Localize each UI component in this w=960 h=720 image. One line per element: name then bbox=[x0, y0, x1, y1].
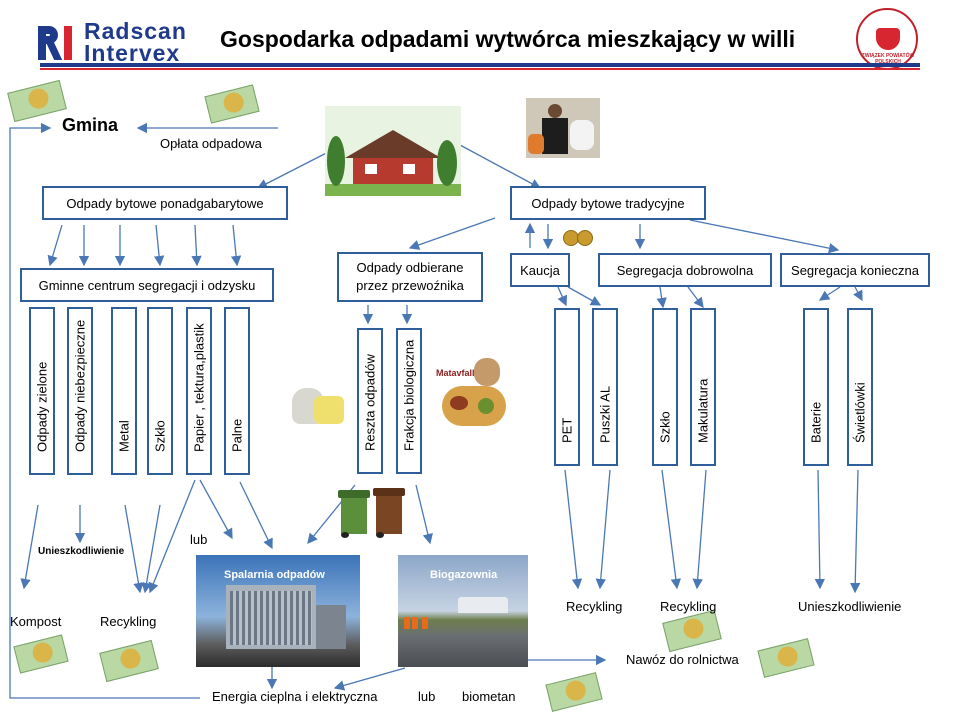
house-image bbox=[325, 106, 461, 196]
label-unieszkodliwienie: Unieszkodliwienie bbox=[798, 599, 901, 614]
box-tradycyjne: Odpady bytowe tradycyjne bbox=[510, 186, 706, 220]
box-konieczna: Segregacja konieczna bbox=[780, 253, 930, 287]
matavfall-image: Matavfall bbox=[436, 356, 512, 432]
spalarnia-label: Spalarnia odpadów bbox=[224, 569, 325, 581]
label-recykling-3: Recykling bbox=[660, 599, 716, 614]
box-ponadgabarytowe: Odpady bytowe ponadgabarytowe bbox=[42, 186, 288, 220]
biogazownia-label: Biogazownia bbox=[430, 569, 497, 581]
brown-bin-icon bbox=[373, 488, 405, 538]
label-energia: Energia cieplna i elektryczna bbox=[212, 689, 377, 704]
column-niebezpieczne: Odpady niebezpieczne bbox=[67, 307, 93, 475]
column-szklo2: Szkło bbox=[652, 308, 678, 466]
column-makulatura: Makulatura bbox=[690, 308, 716, 466]
box-kaucja: Kaucja bbox=[510, 253, 570, 287]
label-recykling-1: Recykling bbox=[100, 614, 156, 629]
shoppers-image bbox=[526, 98, 600, 158]
column-papier: Papier , tektura,plastik bbox=[186, 307, 212, 475]
oplata-label: Opłata odpadowa bbox=[160, 136, 262, 151]
matavfall-label: Matavfall bbox=[436, 368, 475, 378]
column-metal: Metal bbox=[111, 307, 137, 475]
column-frakcja: Frakcja biologiczna bbox=[396, 328, 422, 474]
column-pet: PET bbox=[554, 308, 580, 466]
spalarnia-image: Spalarnia odpadów bbox=[196, 555, 360, 667]
column-reszta: Reszta odpadów bbox=[357, 328, 383, 474]
label-lub-1: lub bbox=[190, 532, 207, 547]
label-lub-2: lub bbox=[418, 689, 435, 704]
label-recykling-2: Recykling bbox=[566, 599, 622, 614]
column-baterie: Baterie bbox=[803, 308, 829, 466]
biogazownia-image: Biogazownia bbox=[398, 555, 528, 667]
label-kompost: Kompost bbox=[10, 614, 61, 629]
column-puszki: Puszki AL bbox=[592, 308, 618, 466]
column-swietlowki: Świetlówki bbox=[847, 308, 873, 466]
coin-icon bbox=[577, 230, 593, 246]
column-szklo: Szkło bbox=[147, 307, 173, 475]
gmina-label: Gmina bbox=[62, 115, 118, 136]
box-dobrowolna: Segregacja dobrowolna bbox=[598, 253, 772, 287]
label-unieszkodliwienie-small: Unieszkodliwienie bbox=[38, 546, 124, 557]
box-przewoznik: Odpady odbierane przez przewoźnika bbox=[337, 252, 483, 302]
box-centrum: Gminne centrum segregacji i odzysku bbox=[20, 268, 274, 302]
trash-bag-image bbox=[288, 378, 350, 428]
column-palne: Palne bbox=[224, 307, 250, 475]
green-bin-icon bbox=[338, 490, 370, 538]
label-biometan: biometan bbox=[462, 689, 515, 704]
label-nawoz: Nawóz do rolnictwa bbox=[626, 652, 739, 667]
column-zielone: Odpady zielone bbox=[29, 307, 55, 475]
